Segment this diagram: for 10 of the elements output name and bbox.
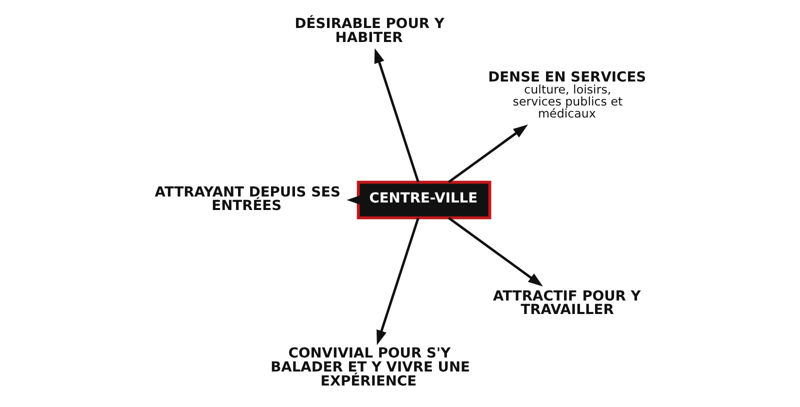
arrow	[447, 216, 542, 286]
node-text: ATTRACTIF POUR Y TRAVAILLER	[492, 288, 640, 318]
arrow	[376, 218, 419, 346]
arrow	[374, 48, 419, 182]
node-text: DÉSIRABLE POUR Y HABITER	[294, 16, 444, 46]
node-text: CONVIVIAL POUR S'Y BALADER ET Y VIVRE UNE EXPÉRIENCE	[270, 346, 470, 390]
node-text: DENSE EN SERVICES culture, loisirs, services publics et médicaux	[488, 69, 646, 120]
node-text: ATTRAYANT DEPUIS SES ENTRÉES	[154, 184, 340, 214]
arrow	[447, 124, 528, 184]
arrow	[346, 194, 362, 206]
